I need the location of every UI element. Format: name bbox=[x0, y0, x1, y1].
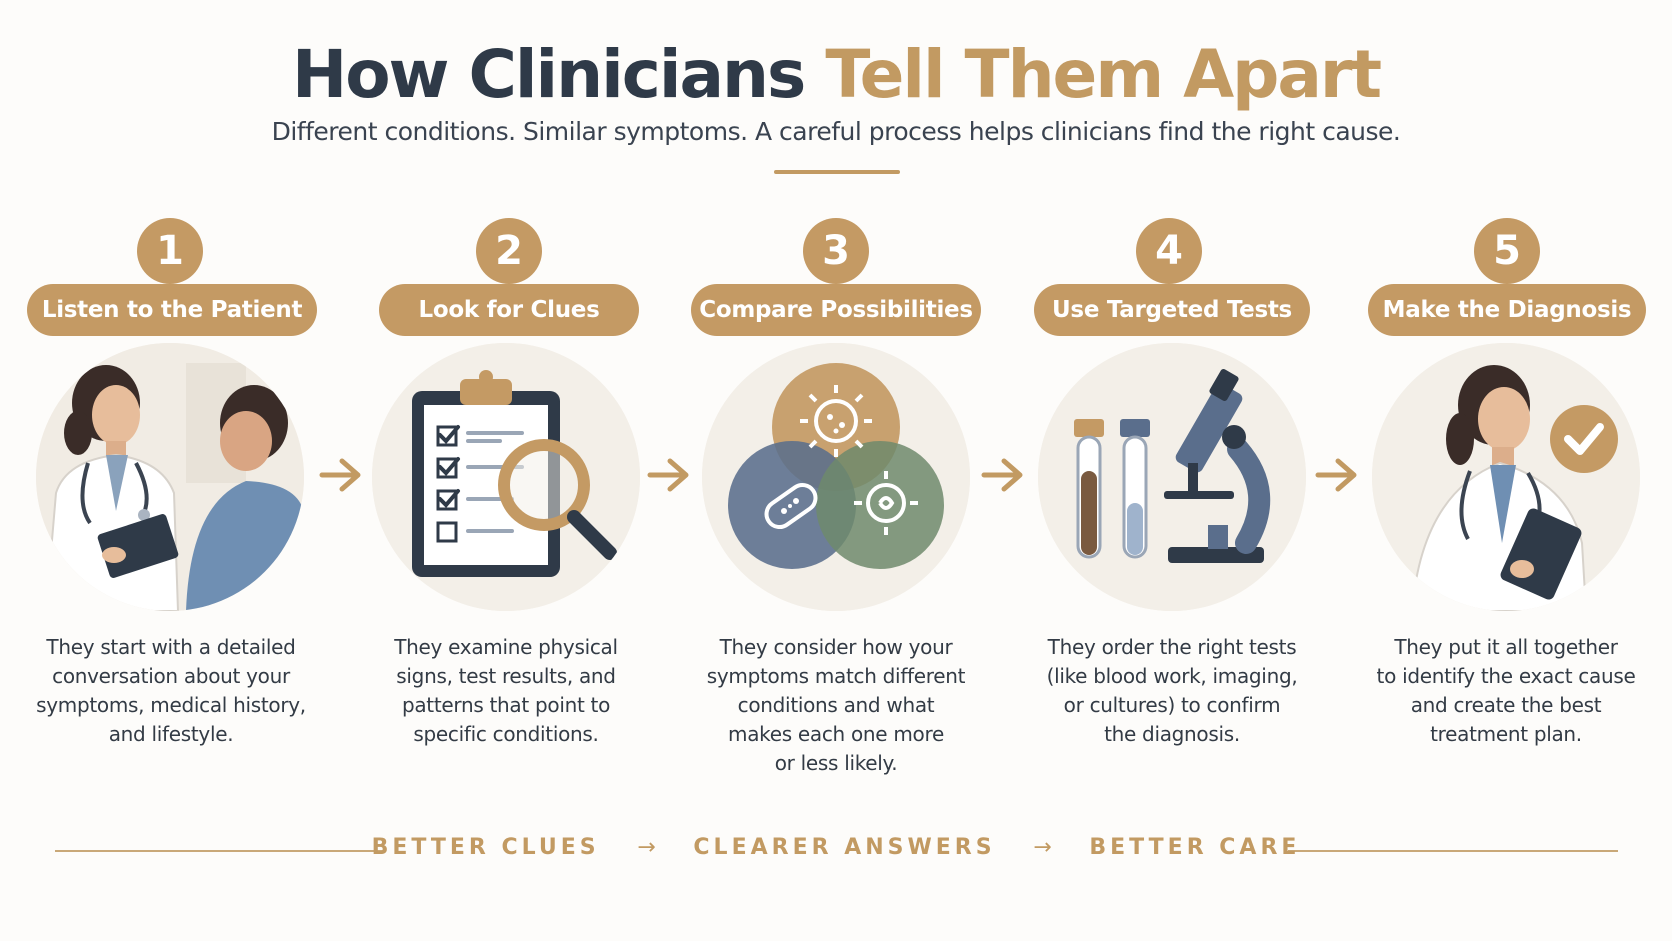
footer-divider-left bbox=[55, 850, 383, 852]
step-2: 2 Look for Clues They examine bbox=[336, 0, 666, 800]
step-description: They start with a detailed conversation … bbox=[21, 633, 321, 749]
arrow-right-icon bbox=[1314, 455, 1360, 495]
step-description: They examine physical signs, test result… bbox=[356, 633, 656, 749]
step-5: 5 Make the Diagnosis They put it all tog… bbox=[1336, 0, 1666, 800]
step-label: Compare Possibilities bbox=[691, 284, 981, 336]
description-line: and lifestyle. bbox=[108, 722, 234, 746]
footer-tagline: BETTER CLUES → CLEARER ANSWERS → BETTER … bbox=[0, 834, 1672, 860]
step-1: 1 Listen to the Patient They start with … bbox=[0, 0, 330, 800]
arrow-right-icon bbox=[980, 455, 1026, 495]
description-line: conditions and what bbox=[737, 693, 935, 717]
arrow-right-icon bbox=[318, 455, 364, 495]
title-divider bbox=[774, 170, 900, 174]
description-line: patterns that point to bbox=[401, 693, 611, 717]
description-line: They examine physical bbox=[394, 635, 618, 659]
doctor-patient-icon bbox=[36, 343, 304, 611]
step-description: They put it all together to identify the… bbox=[1356, 633, 1656, 749]
venn-pathogens-icon bbox=[702, 343, 970, 611]
step-number: 2 bbox=[476, 218, 542, 284]
title-part-accent: Tell Them Apart bbox=[825, 36, 1382, 113]
footer-arrow-icon: → bbox=[637, 834, 656, 860]
step-number: 4 bbox=[1136, 218, 1202, 284]
arrow-right-icon bbox=[646, 455, 692, 495]
footer-item: BETTER CARE bbox=[1089, 834, 1301, 860]
description-line: specific conditions. bbox=[413, 722, 599, 746]
footer-divider-right bbox=[1288, 850, 1618, 852]
description-line: (like blood work, imaging, bbox=[1046, 664, 1298, 688]
description-line: to identify the exact cause bbox=[1376, 664, 1636, 688]
doctor-checkmark-icon bbox=[1372, 343, 1640, 611]
test-tubes-microscope-icon bbox=[1038, 343, 1306, 611]
step-number: 1 bbox=[137, 218, 203, 284]
description-line: or less likely. bbox=[774, 751, 898, 775]
description-line: They start with a detailed bbox=[46, 635, 296, 659]
footer-item: CLEARER ANSWERS bbox=[693, 834, 996, 860]
description-line: They order the right tests bbox=[1047, 635, 1297, 659]
step-description: They order the right tests (like blood w… bbox=[1022, 633, 1322, 749]
step-3: 3 Compare Possibilities bbox=[671, 0, 1001, 800]
description-line: They put it all together bbox=[1394, 635, 1618, 659]
step-label: Look for Clues bbox=[379, 284, 639, 336]
description-line: or cultures) to confirm bbox=[1063, 693, 1281, 717]
step-description: They consider how your symptoms match di… bbox=[686, 633, 986, 778]
step-label: Use Targeted Tests bbox=[1034, 284, 1310, 336]
step-number: 5 bbox=[1474, 218, 1540, 284]
clipboard-magnifier-icon bbox=[372, 343, 640, 611]
description-line: signs, test results, and bbox=[396, 664, 616, 688]
step-4: 4 Use Targeted Tests They order the righ… bbox=[1005, 0, 1335, 800]
title-part-dark: How Clinicians bbox=[291, 36, 806, 113]
description-line: treatment plan. bbox=[1430, 722, 1582, 746]
description-line: makes each one more bbox=[728, 722, 944, 746]
description-line: and create the best bbox=[1410, 693, 1602, 717]
step-label: Listen to the Patient bbox=[27, 284, 317, 336]
footer-item: BETTER CLUES bbox=[371, 834, 600, 860]
description-line: They consider how your bbox=[719, 635, 953, 659]
step-label: Make the Diagnosis bbox=[1368, 284, 1646, 336]
page-title: How Clinicians Tell Them Apart bbox=[0, 30, 1672, 120]
description-line: conversation about your bbox=[52, 664, 290, 688]
footer-arrow-icon: → bbox=[1033, 834, 1052, 860]
description-line: symptoms, medical history, bbox=[36, 693, 306, 717]
description-line: symptoms match different bbox=[706, 664, 966, 688]
page-subtitle: Different conditions. Similar symptoms. … bbox=[271, 117, 1401, 146]
step-number: 3 bbox=[803, 218, 869, 284]
description-line: the diagnosis. bbox=[1104, 722, 1240, 746]
